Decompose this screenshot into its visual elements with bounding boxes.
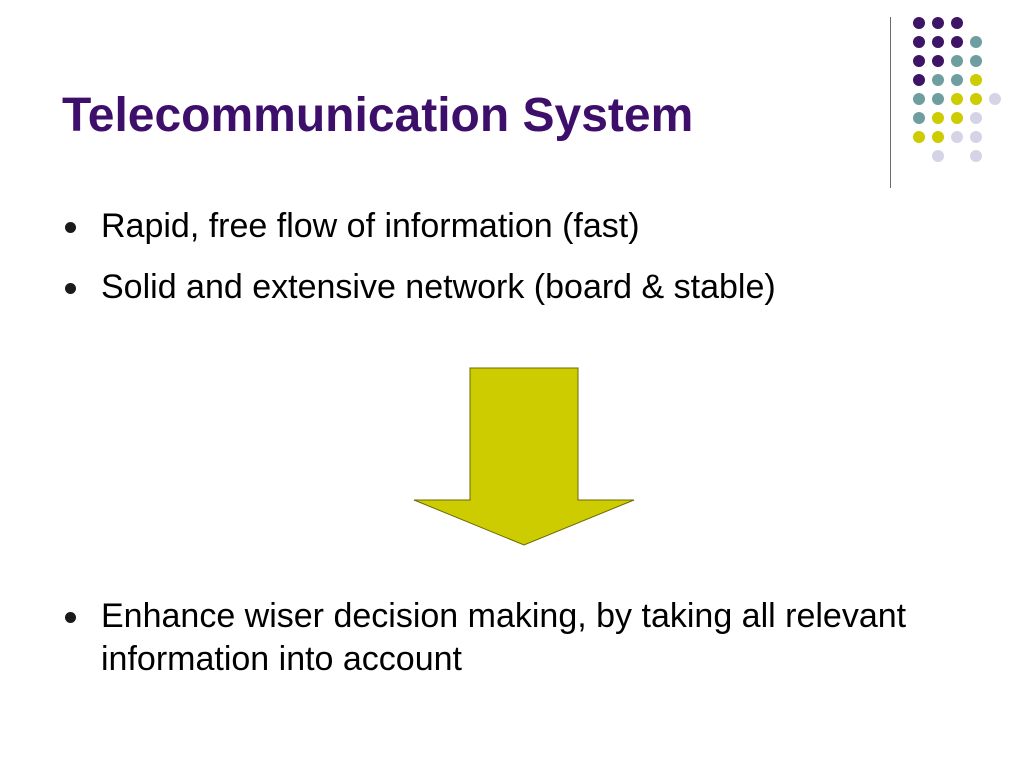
bullet-text: Enhance wiser decision making, by taking… [101, 597, 907, 678]
down-arrow-icon [413, 367, 635, 546]
down-arrow-shape [413, 367, 635, 546]
bullet-item: Rapid, free flow of information (fast) [65, 205, 981, 248]
slide-title: Telecommunication System [62, 89, 694, 142]
bullet-dot-icon [65, 283, 76, 294]
bullet-item: Solid and extensive network (board & sta… [65, 266, 981, 309]
bullet-item: Enhance wiser decision making, by taking… [65, 595, 971, 681]
bullet-text: Rapid, free flow of information (fast) [101, 207, 640, 245]
title-divider-line [890, 17, 891, 188]
bullet-text: Solid and extensive network (board & sta… [101, 268, 776, 306]
bullet-dot-icon [65, 222, 76, 233]
bullet-dot-icon [65, 612, 76, 623]
